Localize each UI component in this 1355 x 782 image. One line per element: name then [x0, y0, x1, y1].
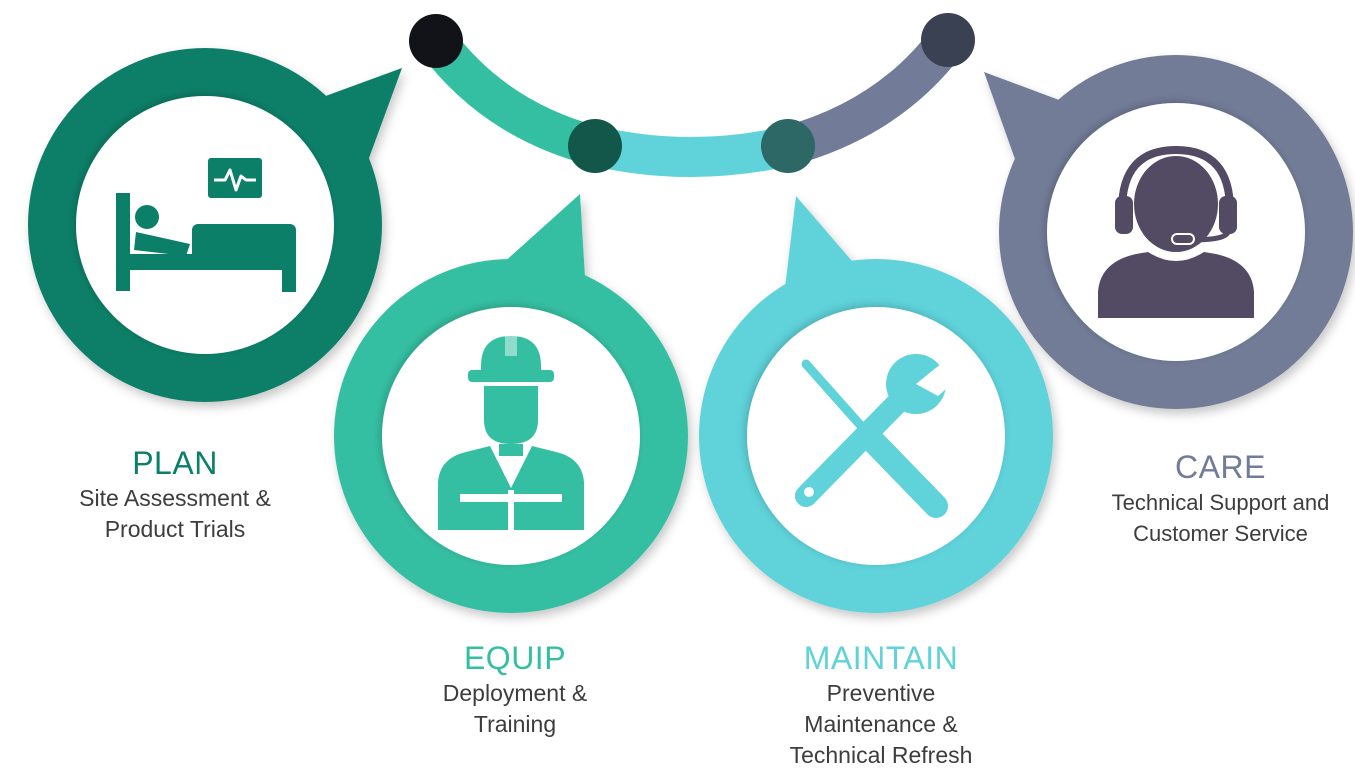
arc-node-end	[921, 13, 975, 67]
care-description-line: Technical Support and	[1111, 490, 1330, 515]
plan-title: PLAN	[132, 445, 218, 481]
care-description-line: Customer Service	[1133, 521, 1308, 546]
equip-description-line: Training	[473, 711, 557, 737]
headset-support-icon	[1098, 145, 1254, 318]
care-description: Technical Support and Customer Service	[1086, 487, 1355, 549]
arc-segment-plan-equip	[419, 28, 601, 166]
maintain-description: Preventive Maintenance & Technical Refre…	[741, 678, 1021, 771]
maintain-label: MAINTAIN Preventive Maintenance & Techni…	[741, 638, 1021, 771]
arc-node-equip	[568, 119, 622, 173]
plan-label: PLAN Site Assessment & Product Trials	[35, 443, 315, 545]
plan-description: Site Assessment & Product Trials	[35, 483, 315, 545]
plan-description-line: Product Trials	[104, 516, 246, 542]
arc-node-start	[409, 14, 463, 68]
maintain-description-line: Preventive	[826, 680, 936, 706]
wrench-screwdriver-icon	[795, 350, 970, 518]
care-title: CARE	[1175, 449, 1266, 485]
arc-segment-equip-maintain	[590, 126, 793, 177]
care-label: CARE Technical Support and Customer Serv…	[1086, 447, 1355, 549]
maintain-description-line: Maintenance &	[804, 711, 958, 737]
equip-label: EQUIP Deployment & Training	[375, 638, 655, 740]
plan-description-line: Site Assessment &	[79, 485, 271, 511]
connector-arc	[409, 13, 975, 177]
maintain-description-line: Technical Refresh	[789, 742, 973, 768]
worker-hardhat-icon	[438, 336, 584, 530]
equip-description: Deployment & Training	[375, 678, 655, 740]
maintain-title: MAINTAIN	[803, 640, 959, 676]
arc-segment-maintain-care	[782, 27, 965, 166]
arc-node-maintain	[761, 119, 815, 173]
equip-title: EQUIP	[463, 640, 567, 676]
equip-description-line: Deployment &	[442, 680, 588, 706]
hospital-bed-icon	[116, 158, 296, 292]
